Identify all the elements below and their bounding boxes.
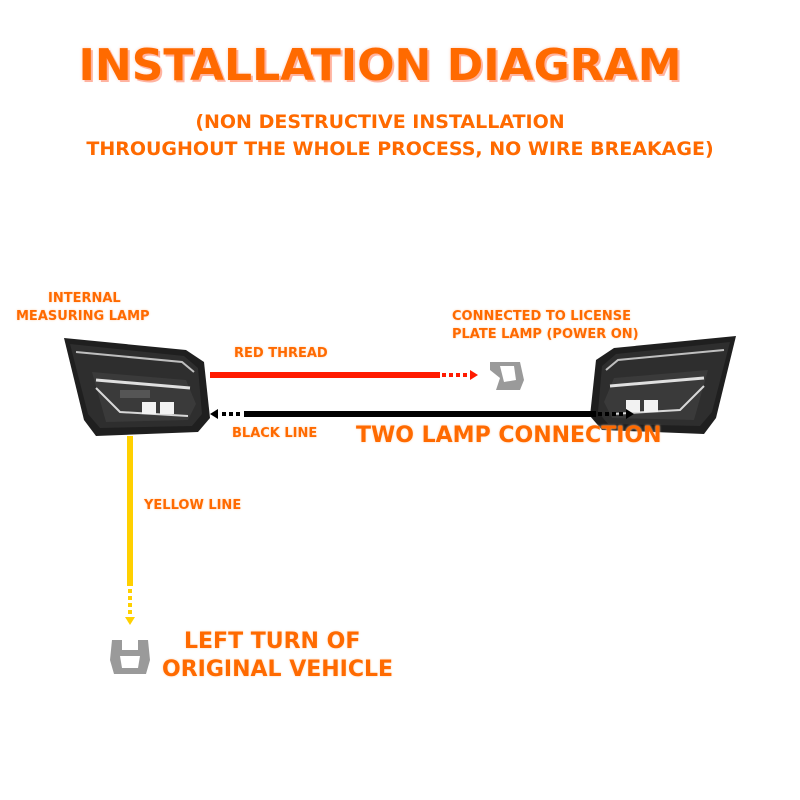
- yellow-line-label: YELLOW LINE: [144, 498, 242, 513]
- black-line-label: BLACK LINE: [232, 426, 318, 441]
- left-turn-label: LEFT TURN OF ORIGINAL VEHICLE: [162, 629, 394, 682]
- subtitle-line-1: (NON DESTRUCTIVE INSTALLATION: [195, 111, 565, 133]
- left-tail-lamp: [64, 338, 210, 436]
- license-plate-label: CONNECTED TO LICENSE PLATE LAMP (POWER O…: [452, 309, 639, 342]
- yellow-line-wire: [125, 436, 135, 625]
- license-plate-connector-icon: [490, 362, 524, 390]
- black-line-wire: [210, 409, 634, 419]
- internal-lamp-label: INTERNAL MEASURING LAMP: [16, 291, 150, 324]
- subtitle-line-2: THROUGHOUT THE WHOLE PROCESS, NO WIRE BR…: [86, 138, 714, 160]
- left-turn-connector-icon: [110, 640, 150, 674]
- right-tail-lamp: [590, 336, 736, 434]
- two-lamp-connection-label: TWO LAMP CONNECTION: [356, 423, 662, 448]
- diagram-title: INSTALLATION DIAGRAM: [78, 40, 682, 91]
- red-thread-wire: [210, 370, 478, 380]
- red-thread-label: RED THREAD: [234, 346, 328, 361]
